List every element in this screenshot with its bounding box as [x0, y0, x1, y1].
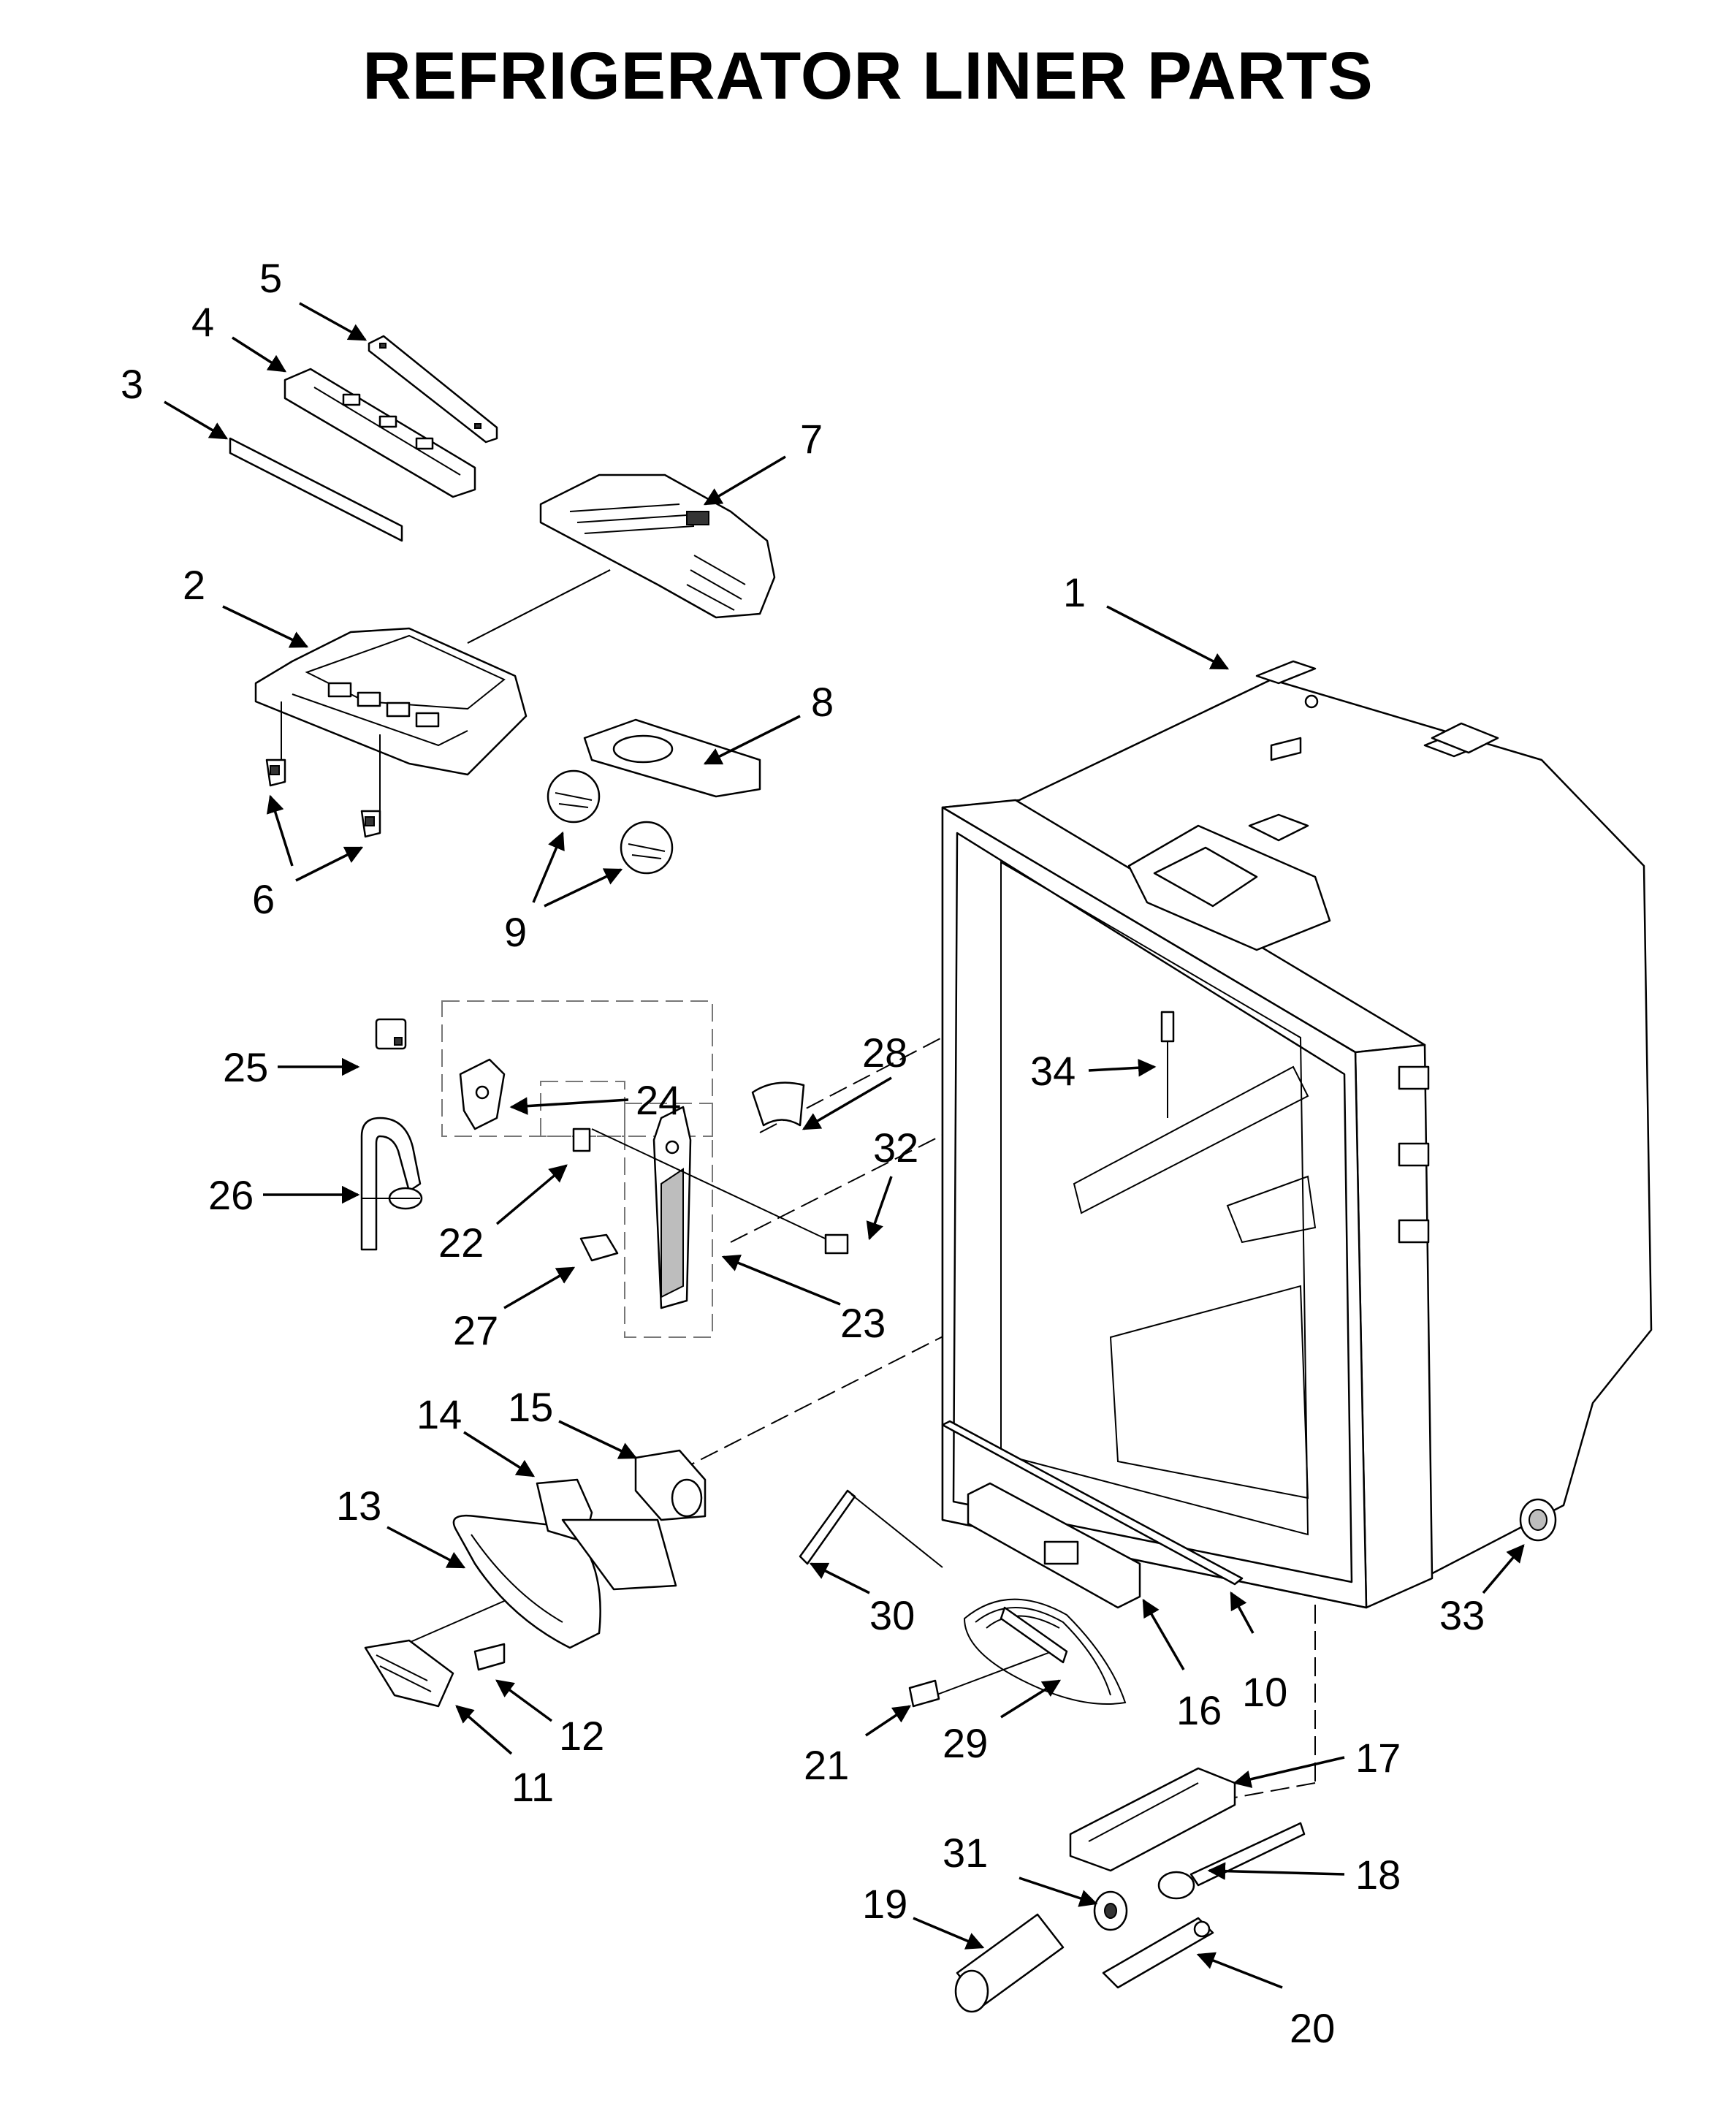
part-21-fitting — [908, 1679, 940, 1708]
part-12-screw — [473, 1643, 506, 1671]
callout-33: 33 — [1439, 1592, 1485, 1638]
part-27-clip — [579, 1233, 619, 1262]
callout-25: 25 — [223, 1044, 268, 1090]
callout-31: 31 — [943, 1830, 988, 1876]
callout-16: 16 — [1176, 1687, 1222, 1733]
part-2-control-housing — [254, 569, 611, 811]
callout-21: 21 — [804, 1742, 849, 1788]
part-7-diffuser — [539, 474, 776, 619]
callout-9: 9 — [504, 909, 527, 955]
callout-5: 5 — [259, 255, 282, 301]
callout-20: 20 — [1290, 2005, 1335, 2051]
part-23-cover — [652, 1106, 692, 1309]
callout-3: 3 — [121, 361, 143, 407]
part-33-foot — [1519, 1498, 1557, 1542]
callout-1: 1 — [1063, 569, 1086, 615]
part-34-pin — [1160, 1011, 1175, 1118]
callout-labels: 1 2 3 4 5 6 7 8 9 10 11 12 13 14 15 16 1… — [121, 255, 1485, 2051]
part-32-screw — [591, 1128, 849, 1255]
part-19-filter — [954, 1913, 1065, 2013]
part-25-switch — [375, 1018, 407, 1050]
callout-22: 22 — [438, 1220, 484, 1266]
part-16-tray — [967, 1482, 1141, 1609]
part-4-control-panel — [283, 368, 476, 498]
callout-14: 14 — [416, 1391, 462, 1437]
part-31-cap — [1093, 1890, 1128, 1931]
part-14-housing — [536, 1478, 677, 1591]
part-20-cover — [1102, 1917, 1214, 1989]
callout-15: 15 — [508, 1384, 553, 1430]
callout-34: 34 — [1030, 1048, 1076, 1094]
callout-18: 18 — [1355, 1852, 1401, 1898]
callout-11: 11 — [511, 1764, 554, 1810]
part-13-handle — [452, 1514, 601, 1649]
leader-arrows — [164, 302, 1525, 1989]
part-30-sensor — [799, 1489, 943, 1568]
callout-8: 8 — [811, 679, 834, 725]
part-10-rail — [941, 1420, 1244, 1586]
part-8-housing — [583, 718, 761, 798]
part-3-trim — [229, 437, 403, 542]
part-26-water-line — [360, 1117, 423, 1251]
callout-2: 2 — [183, 562, 205, 608]
callout-29: 29 — [943, 1720, 988, 1766]
callout-30: 30 — [869, 1592, 915, 1638]
part-24-bracket — [459, 1058, 506, 1130]
callout-24: 24 — [636, 1077, 681, 1123]
part-6-switches — [265, 758, 381, 838]
part-11-grille — [364, 1639, 454, 1708]
callout-27: 27 — [453, 1307, 498, 1353]
callout-12: 12 — [559, 1713, 604, 1759]
callout-4: 4 — [191, 299, 214, 345]
callout-6: 6 — [252, 876, 275, 922]
callout-17: 17 — [1355, 1735, 1401, 1781]
callout-28: 28 — [862, 1030, 907, 1076]
part-15-module — [634, 1449, 707, 1521]
part-1-liner — [941, 660, 1653, 1609]
part-22-clip — [572, 1127, 591, 1152]
callout-7: 7 — [800, 416, 823, 462]
callout-10: 10 — [1242, 1669, 1287, 1715]
part-28-plate — [751, 1081, 805, 1127]
part-5-bracket — [368, 335, 498, 444]
part-29-tubing — [963, 1598, 1127, 1705]
callout-23: 23 — [840, 1300, 886, 1346]
part-9-dampers — [547, 769, 674, 875]
callout-13: 13 — [336, 1483, 381, 1529]
diagram-title: REFRIGERATOR LINER PARTS — [362, 39, 1374, 113]
callout-19: 19 — [862, 1881, 907, 1927]
callout-26: 26 — [208, 1172, 254, 1218]
part-17-bracket — [1069, 1767, 1236, 1872]
callout-32: 32 — [873, 1125, 918, 1171]
